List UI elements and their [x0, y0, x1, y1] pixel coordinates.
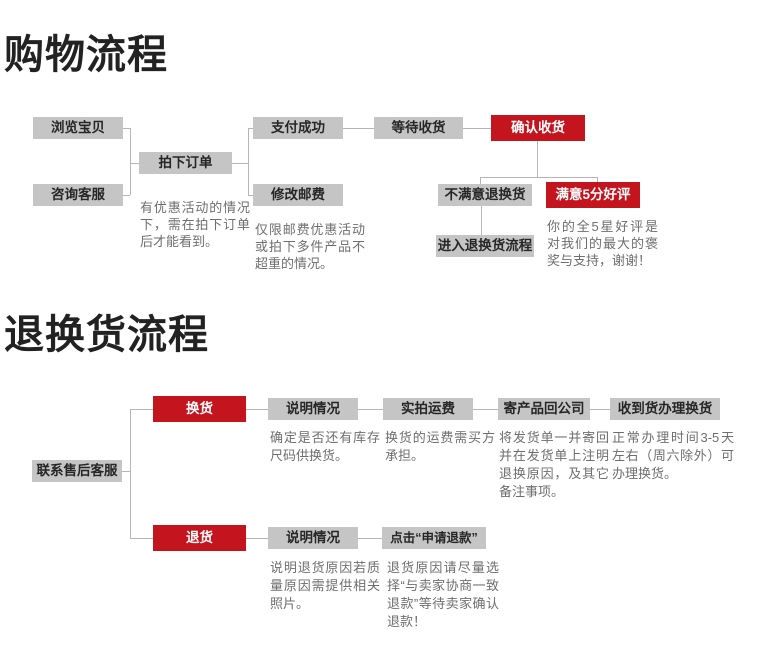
connector-left-merge-bar [130, 128, 131, 195]
connector-contact-split-bar [130, 409, 131, 538]
connector-to-exchange [130, 409, 153, 410]
note-refund-choice: 退货原因请尽量选择“与卖家协商一致退款”等待卖家确认退款！ [387, 560, 499, 629]
node-exchange: 换货 [153, 396, 246, 422]
connector-browse-join [123, 128, 130, 129]
node-refund: 退货 [153, 525, 246, 551]
note-processing-time: 正常办理时间3-5天左右（周六除外）可办理换货。 [612, 430, 734, 481]
note-stock-check: 确定是否还有库存尺码供换货。 [270, 430, 380, 463]
node-actual-freight: 实拍运费 [383, 398, 473, 420]
node-enter-return-flow: 进入退换货流程 [436, 235, 534, 257]
connector-to-satisfied [597, 177, 598, 182]
note-freight-buyer: 换货的运费需买方承担。 [385, 430, 495, 463]
connector-pay-wait [343, 128, 374, 129]
node-receive-handle-exchange: 收到货办理换货 [610, 398, 720, 420]
node-satisfied-review: 满意5分好评 [546, 182, 640, 208]
connector-to-postage [248, 195, 253, 196]
connector-to-unsatisfied [480, 177, 481, 184]
note-invoice-return: 将发货单一并寄回并在发货单上注明退换原因，及其它备注事项。 [499, 430, 609, 499]
node-explain-refund: 说明情况 [268, 527, 358, 549]
connector-confirm-split [480, 177, 597, 178]
title-return-flow: 退换货流程 [4, 313, 209, 357]
node-contact-aftersales: 联系售后客服 [32, 460, 122, 482]
connector-sendback-receive [590, 409, 610, 410]
node-place-order: 拍下订单 [139, 152, 232, 174]
connector-order-split-bar [248, 128, 249, 195]
connector-refund-explain [246, 538, 268, 539]
node-send-back-company: 寄产品回公司 [498, 398, 590, 420]
node-explain-exchange: 说明情况 [268, 398, 358, 420]
connector-order-out [232, 163, 248, 164]
note-refund-reason: 说明退货原因若质量原因需提供相关照片。 [270, 560, 380, 611]
node-wait-delivery: 等待收货 [374, 117, 463, 139]
connector-to-pay [248, 128, 253, 129]
connector-to-refund [130, 538, 153, 539]
node-confirm-receipt: 确认收货 [491, 115, 585, 141]
node-payment-success: 支付成功 [253, 117, 343, 139]
note-five-star-praise: 你的全5星好评是对我们的最大的褒奖与支持，谢谢！ [547, 219, 658, 268]
node-click-apply-refund: 点击“申请退款” [382, 527, 486, 549]
connector-wait-confirm [463, 128, 491, 129]
connector-explain-click [358, 538, 382, 539]
node-consult-service: 咨询客服 [33, 184, 123, 206]
node-modify-postage: 修改邮费 [253, 184, 343, 206]
connector-confirm-down [537, 141, 538, 177]
connector-freight-sendback [473, 409, 498, 410]
node-browse-items: 浏览宝贝 [33, 117, 123, 139]
connector-consult-join [123, 195, 130, 196]
connector-to-order [130, 163, 139, 164]
connector-exchange-explain [246, 409, 268, 410]
connector-contact-out [122, 471, 130, 472]
connector-explain-freight [358, 409, 383, 410]
note-promo-visibility: 有优惠活动的情况下，需在拍下订单后才能看到。 [140, 200, 250, 249]
node-unsatisfied-return: 不满意退换货 [438, 184, 532, 206]
note-postage-limit: 仅限邮费优惠活动或拍下多件产品不超重的情况。 [255, 222, 365, 271]
connector-unsatisfied-down [481, 206, 482, 235]
title-shopping-flow: 购物流程 [4, 33, 168, 77]
